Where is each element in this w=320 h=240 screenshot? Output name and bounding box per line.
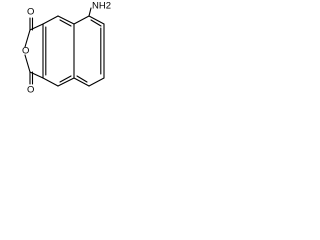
bond-c6-c10 [73, 15, 90, 25]
double-bond-bottom [59, 75, 72, 83]
ring-oxygen-label: O [22, 46, 29, 57]
bond-c4-c5 [42, 15, 59, 25]
bond-c8-c9 [42, 77, 59, 87]
chemical-structure: NH2 O O O [22, 1, 111, 96]
bond-lines [24, 7, 105, 87]
carbonyl-oxygen-bottom-label: O [27, 85, 34, 96]
bond-o-c3 [24, 54, 31, 73]
carbonyl-oxygen-top-label: O [27, 7, 34, 18]
bond-c13-c7 [73, 77, 90, 87]
double-bond-top [59, 19, 72, 27]
bond-c2-o [24, 29, 31, 48]
bond-c5-c6 [57, 15, 75, 25]
bond-amine [88, 7, 92, 17]
double-bond-right-bottom [76, 75, 88, 83]
double-bond-right-top [90, 19, 102, 27]
bond-c10-c11 [88, 15, 105, 25]
atom-labels: NH2 O O O [22, 1, 111, 96]
amine-label: NH2 [92, 1, 111, 12]
bond-c7-c8 [57, 77, 75, 87]
bond-c12-c13 [88, 77, 105, 87]
